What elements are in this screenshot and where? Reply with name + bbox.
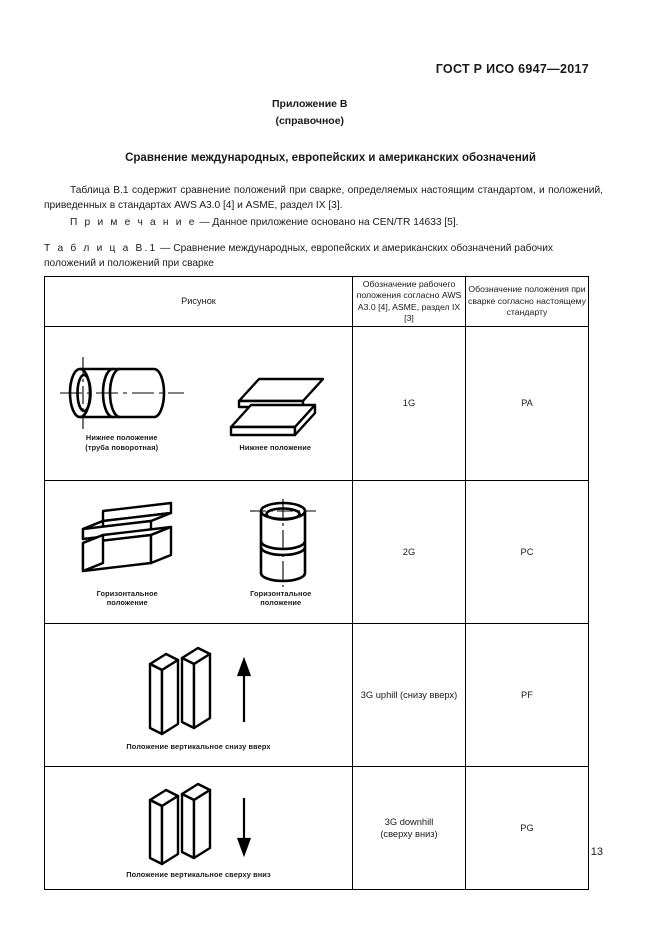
column-header-figure: Рисунок [44, 276, 353, 327]
section-title: Сравнение международных, европейских и а… [125, 152, 536, 164]
figure-cell: Положение вертикальное сверху вниз [44, 766, 353, 890]
aws-designation-cell: 1G [352, 326, 466, 481]
table-caption-text: — Сравнение международных, европейских и… [44, 243, 553, 269]
aws-designation-cell: 3G uphill (снизу вверх) [352, 623, 466, 767]
standard-designation-cell: PA [465, 326, 589, 481]
vertical-plate-up-icon [104, 638, 294, 742]
aws-designation-cell: 2G [352, 480, 466, 624]
figure-caption: Положение вертикальное снизу вверх [126, 742, 271, 752]
rotating-pipe-icon [58, 355, 186, 433]
table-header: Рисунок Обозначение рабочего положения с… [44, 276, 589, 327]
vertical-plate-down-icon [104, 776, 294, 870]
figure-group: Положение вертикальное сверху вниз [45, 776, 352, 880]
annex-title: Приложение В [272, 98, 348, 110]
table-header-row: Рисунок Обозначение рабочего положения с… [44, 276, 589, 327]
standard-designation-cell: PC [465, 480, 589, 624]
figure-caption: Нижнее положение [239, 442, 312, 452]
aws-designation-cell: 3G downhill(сверху вниз) [352, 766, 466, 890]
vertical-pipe-icon [228, 497, 334, 589]
intro-paragraph: Таблица В.1 содержит сравнение положений… [44, 185, 603, 211]
note-paragraph: П р и м е ч а н и е — Данное приложение … [44, 216, 603, 231]
figure-item: Нижнее положение(труба поворотная) [58, 355, 186, 452]
figure-caption: Положение вертикальное сверху вниз [126, 870, 271, 880]
table-body: Нижнее положение(труба поворотная) [44, 326, 589, 890]
annex-subtitle: (справочное) [275, 115, 345, 127]
column-header-aws: Обозначение рабочего положения согласно … [352, 276, 466, 327]
page-number: 13 [590, 846, 603, 858]
table-caption: Т а б л и ц а В.1 — Сравнение международ… [44, 242, 603, 271]
standard-designation-cell: PF [465, 623, 589, 767]
table-caption-label: Т а б л и ц а В.1 [44, 243, 158, 254]
table-row: Положение вертикальное снизу вверх 3G up… [44, 623, 589, 767]
standard-designation-cell: PG [465, 766, 589, 890]
figure-item: Нижнее положение [211, 365, 339, 453]
flat-plate-icon [211, 365, 339, 443]
table-row: Положение вертикальное сверху вниз 3G do… [44, 766, 589, 890]
annex-heading: Приложение В (справочное) [272, 96, 348, 130]
table-row: Нижнее положение(труба поворотная) [44, 326, 589, 481]
column-header-standard: Обозначение положения при сварке согласн… [465, 276, 589, 327]
figure-group: Положение вертикальное снизу вверх [45, 638, 352, 752]
horizontal-plate-icon [63, 497, 191, 589]
note-label: П р и м е ч а н и е [70, 217, 197, 228]
figure-group: Нижнее положение(труба поворотная) [45, 355, 352, 452]
figure-cell: Положение вертикальное снизу вверх [44, 623, 353, 767]
comparison-table: Рисунок Обозначение рабочего положения с… [44, 276, 589, 890]
document-standard-reference: ГОСТ Р ИСО 6947—2017 [435, 62, 589, 76]
note-text: — Данное приложение основано на CEN/TR 1… [196, 217, 459, 228]
figure-caption: Нижнее положение(труба поворотная) [85, 433, 159, 452]
figure-cell: Нижнее положение(труба поворотная) [44, 326, 353, 481]
